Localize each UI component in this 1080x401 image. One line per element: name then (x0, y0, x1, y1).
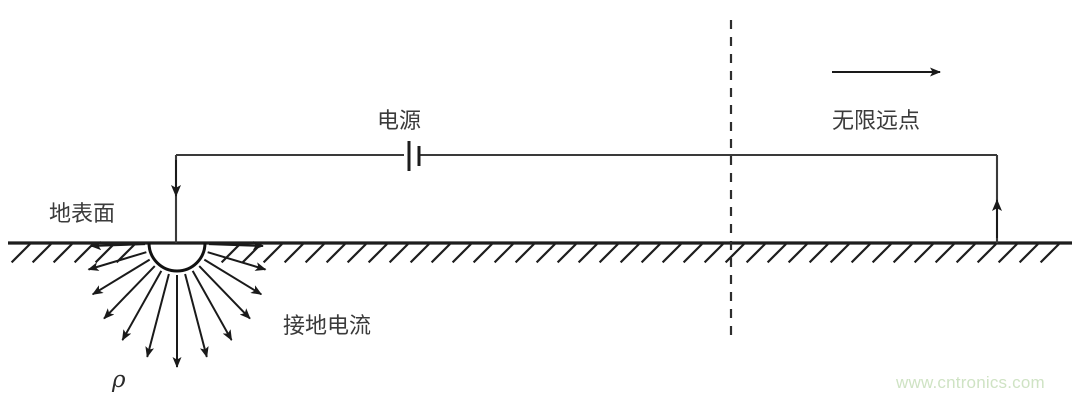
ground-hatch-mark (535, 243, 556, 264)
ground-hatch-mark (262, 243, 283, 264)
ground-hatch-mark (640, 243, 661, 264)
battery-symbol-icon (407, 141, 421, 171)
ground-hatch-mark (31, 243, 52, 264)
ground-hatch-mark (73, 243, 94, 264)
current-flow-arrow-icon (145, 273, 170, 358)
current-flow-arrow-icon (91, 258, 151, 296)
current-flow-arrow-icon (90, 241, 146, 251)
ground-hatch-mark (871, 243, 892, 264)
ground-hatch-mark (451, 243, 472, 264)
ground-hatch-mark (10, 243, 31, 264)
ground-hatch-mark (1039, 243, 1060, 264)
ground-hatch-mark (409, 243, 430, 264)
ground-hatch-mark (934, 243, 955, 264)
ground-hatch-mark (619, 243, 640, 264)
current-flow-arrow-icon (198, 265, 251, 320)
ground-hatch-mark (724, 243, 745, 264)
ground-hatch-mark (94, 243, 115, 264)
resistivity-symbol-label: ρ (111, 367, 126, 393)
ground-hatch-mark (808, 243, 829, 264)
power-source-label: 电源 (377, 109, 421, 134)
ground-hatch-mark (997, 243, 1018, 264)
ground-hatch-mark (703, 243, 724, 264)
ground-hatch-mark (283, 243, 304, 264)
ground-hatch-mark (829, 243, 850, 264)
grounding-current-label: 接地电流 (283, 314, 371, 339)
ground-hatching (10, 243, 1060, 264)
ground-surface-label: 地表面 (49, 202, 115, 227)
ground-hatch-mark (514, 243, 535, 264)
ground-hatch-mark (472, 243, 493, 264)
current-flow-arrow-icon (191, 270, 233, 341)
ground-hatch-mark (745, 243, 766, 264)
current-flow-arrow-icon (121, 270, 163, 341)
current-flow-arrow-icon (208, 241, 264, 251)
ground-hatch-mark (598, 243, 619, 264)
grounding-current-fan (87, 241, 267, 368)
ground-hatch-mark (892, 243, 913, 264)
current-flow-arrow-icon (207, 251, 267, 271)
infinity-point-label: 无限远点 (832, 109, 920, 134)
ground-hatch-mark (787, 243, 808, 264)
ground-hatch-mark (304, 243, 325, 264)
ground-hatch-mark (367, 243, 388, 264)
ground-hatch-mark (556, 243, 577, 264)
ground-hatch-mark (325, 243, 346, 264)
ground-hatch-mark (976, 243, 997, 264)
ground-hatch-mark (955, 243, 976, 264)
ground-hatch-mark (220, 243, 241, 264)
hemispherical-electrode-icon (147, 242, 207, 273)
ground-hatch-mark (52, 243, 73, 264)
ground-hatch-mark (682, 243, 703, 264)
ground-hatch-mark (346, 243, 367, 264)
current-flow-arrow-icon (103, 265, 156, 320)
ground-hatch-mark (430, 243, 451, 264)
ground-hatch-mark (661, 243, 682, 264)
current-flow-arrow-icon (184, 273, 209, 358)
ground-hatch-mark (577, 243, 598, 264)
ground-hatch-mark (493, 243, 514, 264)
ground-hatch-mark (388, 243, 409, 264)
ground-hatch-mark (913, 243, 934, 264)
site-watermark: www.cntronics.com (895, 373, 1045, 392)
current-flow-arrow-icon (87, 251, 147, 271)
ground-hatch-mark (850, 243, 871, 264)
ground-hatch-mark (1018, 243, 1039, 264)
current-flow-arrow-icon (203, 258, 263, 296)
ground-hatch-mark (766, 243, 787, 264)
